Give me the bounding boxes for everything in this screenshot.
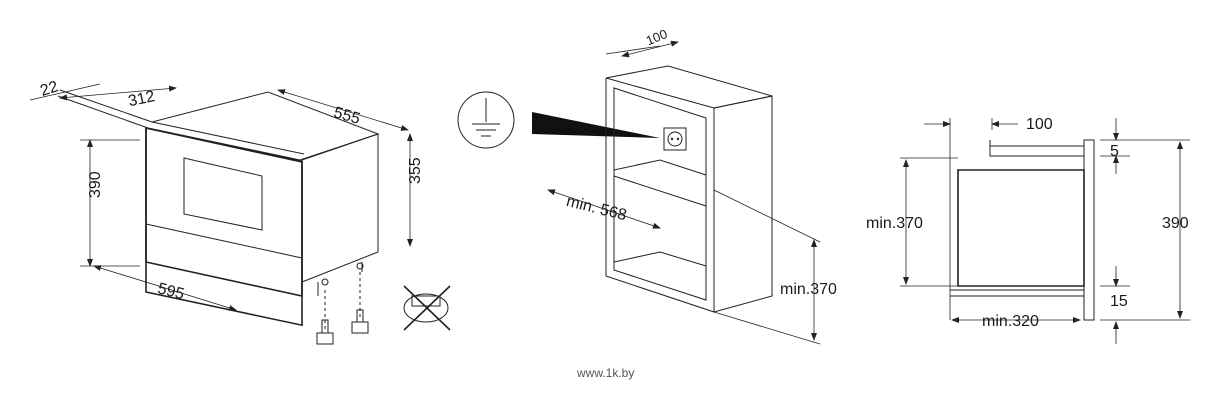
dim-label-22: 22 xyxy=(38,78,60,100)
watermark: www.1k.by xyxy=(576,366,634,380)
dim-label-312: 312 xyxy=(127,88,157,110)
crossed-out-foot-icon xyxy=(403,285,451,331)
dim-label-min370-side: min.370 xyxy=(866,215,923,232)
dim-label-min568: min. 568 xyxy=(565,193,629,224)
dim-label-100-side: 100 xyxy=(1026,116,1053,133)
dim-label-555: 555 xyxy=(332,104,362,128)
side-section-view: 100 5 min.370 390 15 min.320 xyxy=(866,116,1190,344)
oven-isometric-view: 22 312 555 390 355 595 xyxy=(29,78,451,345)
dim-label-min320: min.320 xyxy=(982,313,1039,330)
ground-symbol-icon xyxy=(457,91,515,149)
power-socket-icon xyxy=(663,127,687,151)
dim-label-min370-cabinet: min.370 xyxy=(780,281,837,298)
cabinet-isometric-view: 100 min. 568 min.370 xyxy=(457,26,837,345)
adjustable-foot-icon xyxy=(351,309,369,334)
dim-label-390-left: 390 xyxy=(87,171,104,198)
dim-label-595: 595 xyxy=(156,280,186,303)
dim-label-15: 15 xyxy=(1110,293,1128,310)
adjustable-foot-icon xyxy=(316,319,334,345)
dim-label-390-side: 390 xyxy=(1162,215,1189,232)
dim-label-5: 5 xyxy=(1110,143,1119,160)
dim-label-355: 355 xyxy=(407,157,424,184)
